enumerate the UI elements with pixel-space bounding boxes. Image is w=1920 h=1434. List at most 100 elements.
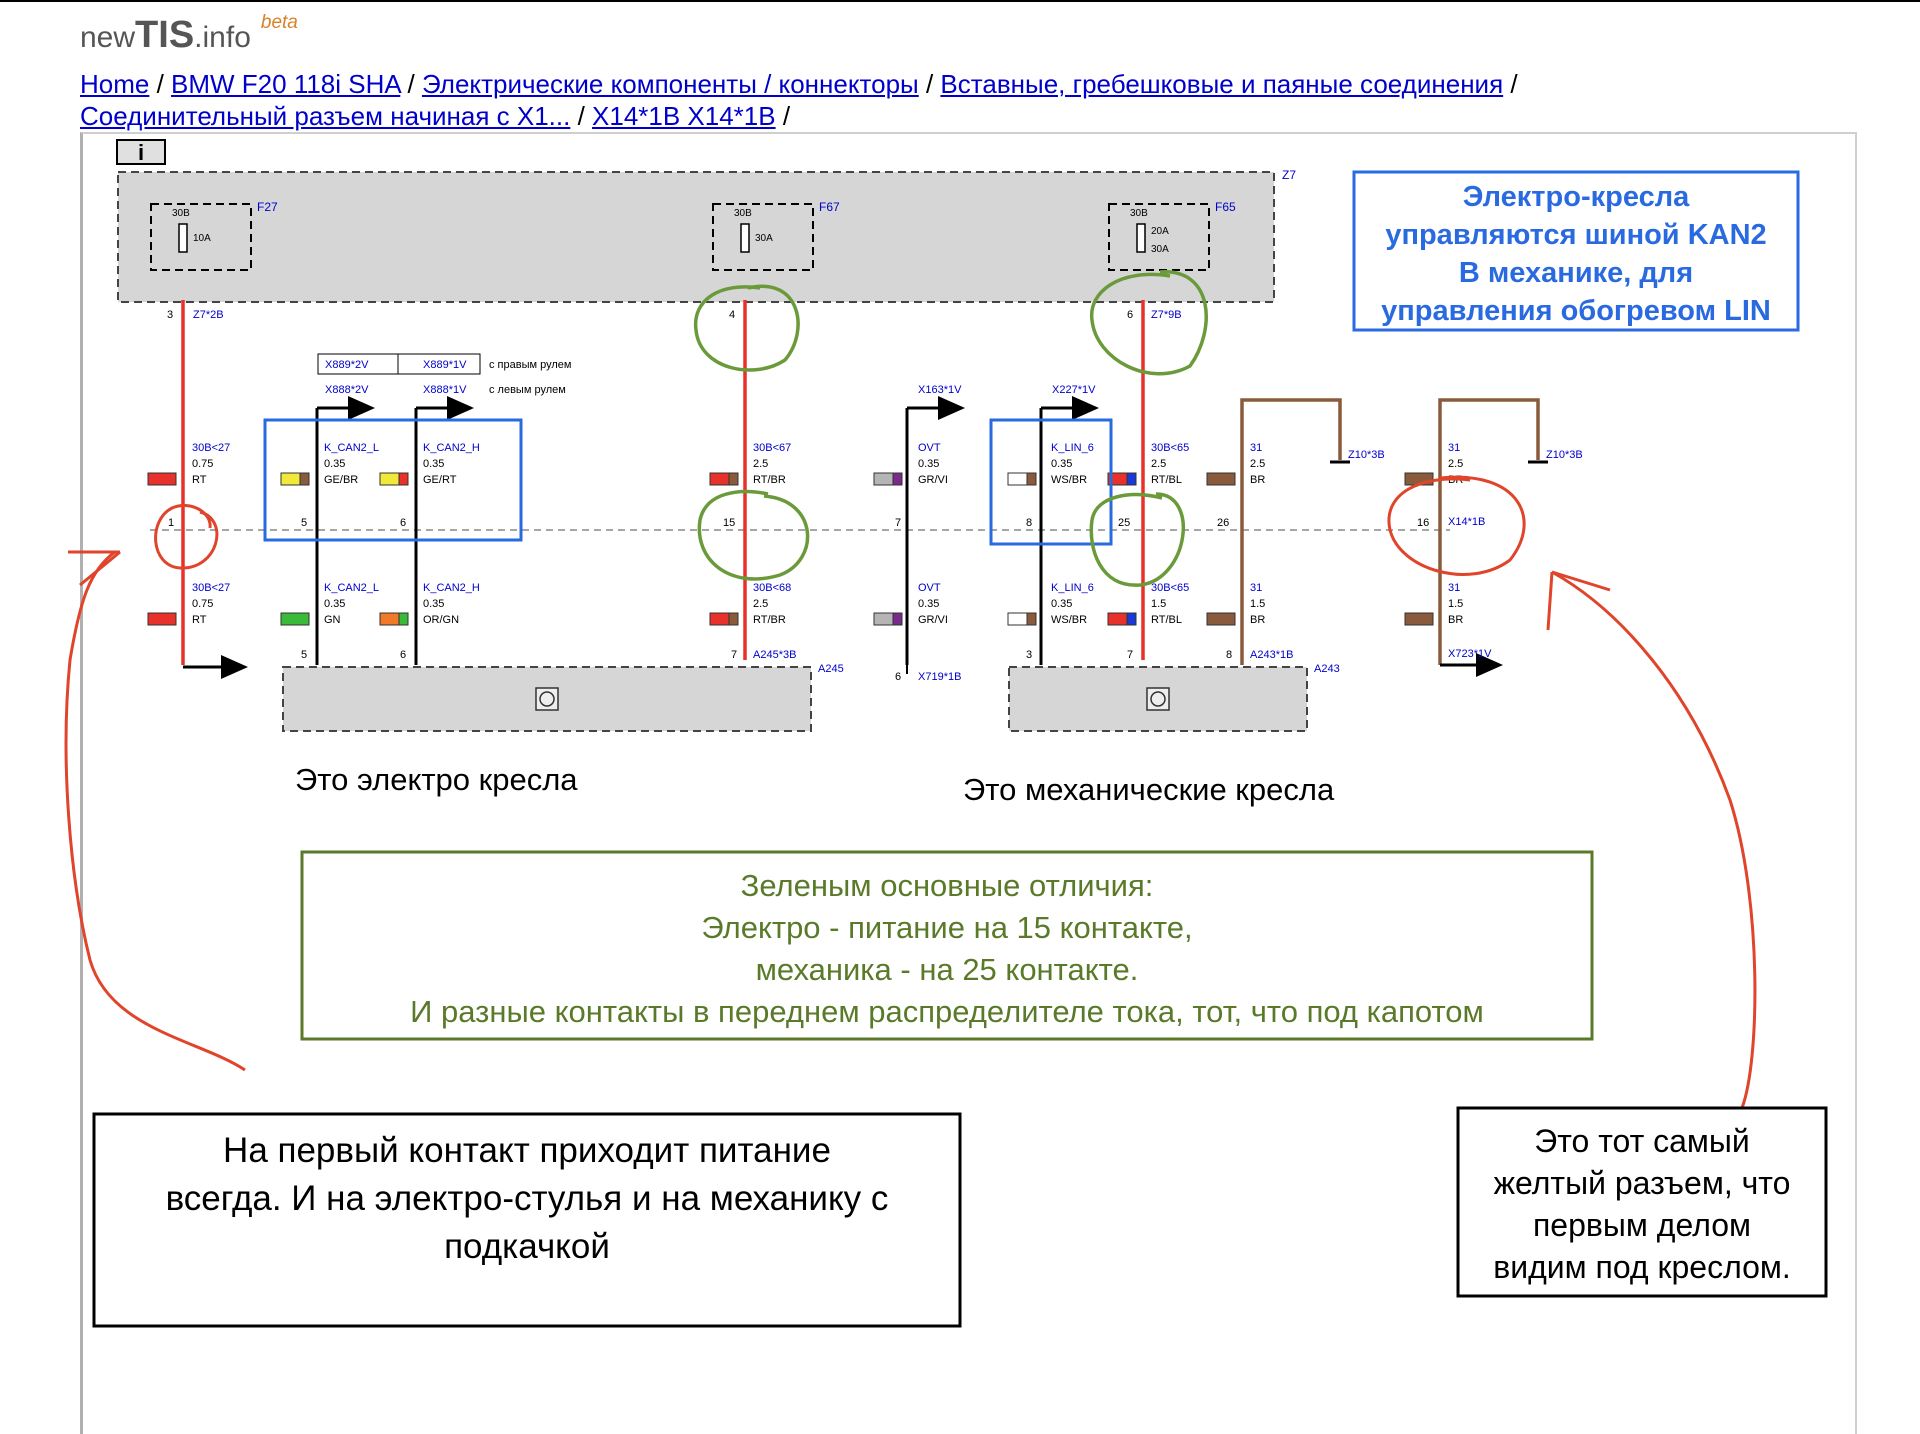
wire-color-swatch xyxy=(1404,612,1434,626)
module-pin: 7 xyxy=(731,649,737,661)
red-circle xyxy=(1387,475,1526,576)
logo-suffix: .info xyxy=(194,21,251,54)
left-note-line: всегда. И на электро-стулья и на механик… xyxy=(166,1179,889,1218)
variant-connector: X889*1V xyxy=(423,359,467,371)
right-note-line: Это тот самый xyxy=(1534,1123,1750,1159)
info-icon: i xyxy=(138,140,144,165)
connector-pin: 5 xyxy=(301,517,307,529)
connector-label: Z10*3B xyxy=(1546,449,1583,461)
wire-signal: K_CAN2_H xyxy=(423,442,480,454)
wire-color: GE/RT xyxy=(423,474,457,486)
highlight-can-bus xyxy=(263,418,523,542)
connector-pin: 6 xyxy=(400,517,406,529)
breadcrumb-separator: / xyxy=(149,69,172,99)
fuse-rating-a: 20A xyxy=(1151,226,1169,237)
wire-ground-1 xyxy=(1240,398,1342,665)
steering-wheel-icon xyxy=(1150,691,1166,707)
fuse-terminal: 30B xyxy=(1130,208,1148,219)
wire-size: 0.35 xyxy=(1051,458,1072,470)
wire-size: 1.5 xyxy=(1448,598,1463,610)
wire-color: RT/BR xyxy=(753,474,786,486)
breadcrumb-current[interactable]: X14*1B X14*1B xyxy=(592,101,776,131)
wire-signal: K_CAN2_L xyxy=(324,582,379,594)
wire-color-swatch xyxy=(1206,612,1236,626)
breadcrumb-connector-x1[interactable]: Соединительный разъем начиная с X1... xyxy=(80,101,571,131)
wire-color-swatch xyxy=(379,472,400,486)
wire-signal: 31 xyxy=(1448,442,1460,454)
breadcrumb-separator: / xyxy=(570,101,593,131)
top-border xyxy=(0,0,1920,2)
green-note-line: механика - на 25 контакте. xyxy=(756,952,1139,987)
wire-color: RT/BR xyxy=(753,614,786,626)
connector-label: A245*3B xyxy=(753,649,796,661)
variant-connector: X888*1V xyxy=(423,384,467,396)
connector-label: X719*1B xyxy=(918,671,961,683)
wire-size: 2.5 xyxy=(1250,458,1265,470)
wire-size: 2.5 xyxy=(753,598,768,610)
steering-variant-table: X889*2V X889*1V с правым рулем X888*2V X… xyxy=(317,353,571,396)
wire-color: BR xyxy=(1250,474,1265,486)
left-note-line: На первый контакт приходит питание xyxy=(223,1131,831,1170)
wire-color-swatch xyxy=(1007,612,1028,626)
fuse-pin: 4 xyxy=(729,309,735,321)
wire-signal: OVT xyxy=(918,582,941,594)
module-z7 xyxy=(117,171,1275,303)
wire-size: 0.75 xyxy=(192,598,213,610)
connector-label: A243*1B xyxy=(1250,649,1293,661)
wire-color-swatch xyxy=(379,612,400,626)
module-pin: 5 xyxy=(301,649,307,661)
wire-color-swatch xyxy=(1126,612,1137,626)
green-circle xyxy=(1089,492,1186,587)
wire-color-swatch xyxy=(398,472,409,486)
connector-pin: 15 xyxy=(723,517,735,529)
beta-badge: beta xyxy=(260,12,298,33)
wire-color: GR/VI xyxy=(918,474,948,486)
breadcrumb-home[interactable]: Home xyxy=(80,69,150,99)
variant-note: с правым рулем xyxy=(489,359,571,371)
green-circle xyxy=(697,489,810,581)
right-note-line: видим под креслом. xyxy=(1493,1249,1791,1285)
electric-seats-label: Это электро кресла xyxy=(295,762,578,797)
breadcrumb-separator: / xyxy=(400,69,422,99)
connector-pin: 7 xyxy=(895,517,901,529)
breadcrumb-electrical[interactable]: Электрические компоненты / коннекторы xyxy=(421,69,919,99)
connector-pin: 8 xyxy=(1026,517,1032,529)
red-arrow-right xyxy=(1551,570,1757,1109)
wire-color-swatch xyxy=(280,612,310,626)
wire-color-swatch xyxy=(892,612,903,626)
wire-signal: 30B<27 xyxy=(192,582,230,594)
wire-size: 0.75 xyxy=(192,458,213,470)
wire-size: 0.35 xyxy=(423,598,444,610)
green-note-line: Электро - питание на 15 контакте, xyxy=(701,910,1192,945)
wire-signal: 30B<68 xyxy=(753,582,791,594)
right-note-line: первым делом xyxy=(1533,1207,1751,1243)
wire-color: RT/BL xyxy=(1151,474,1182,486)
steering-wheel-icon xyxy=(535,687,559,711)
fuse-f65: 30B F65 20A 30A xyxy=(1108,200,1236,271)
connector-label: X163*1V xyxy=(918,384,962,396)
red-arrowhead xyxy=(1546,570,1611,631)
wire-color-swatch xyxy=(299,472,310,486)
fuse-rating: 30A xyxy=(755,233,773,244)
fuse-f27: 30B F27 10A xyxy=(150,200,278,271)
breadcrumb-separator: / xyxy=(775,101,791,131)
wire-signal: K_LIN_6 xyxy=(1051,582,1094,594)
breadcrumb-connections[interactable]: Вставные, гребешковые и паяные соединени… xyxy=(940,69,1504,99)
info-button[interactable]: i xyxy=(116,139,166,165)
wire-ground-2 xyxy=(1438,398,1540,665)
wire-signal: 30B<67 xyxy=(753,442,791,454)
mechanical-seats-label: Это механические кресла xyxy=(963,772,1335,807)
breadcrumb-separator: / xyxy=(918,69,941,99)
variant-connector: X889*2V xyxy=(325,359,369,371)
wire-color-swatch xyxy=(147,612,177,626)
connector-pin: 16 xyxy=(1417,517,1429,529)
variant-note: с левым рулем xyxy=(489,384,566,396)
wire-size: 2.5 xyxy=(753,458,768,470)
right-note: Это тот самый желтый разъем, что первым … xyxy=(1456,1106,1828,1298)
breadcrumb-model[interactable]: BMW F20 118i SHA xyxy=(171,69,401,99)
wires xyxy=(181,300,1540,665)
blue-note-line: управляются шиной KAN2 xyxy=(1385,219,1766,251)
upper-wire-labels: 30B<27 0.75 RT K_CAN2_L 0.35 GE/BR K_CAN… xyxy=(147,442,1463,486)
wire-signal: K_CAN2_L xyxy=(324,442,379,454)
